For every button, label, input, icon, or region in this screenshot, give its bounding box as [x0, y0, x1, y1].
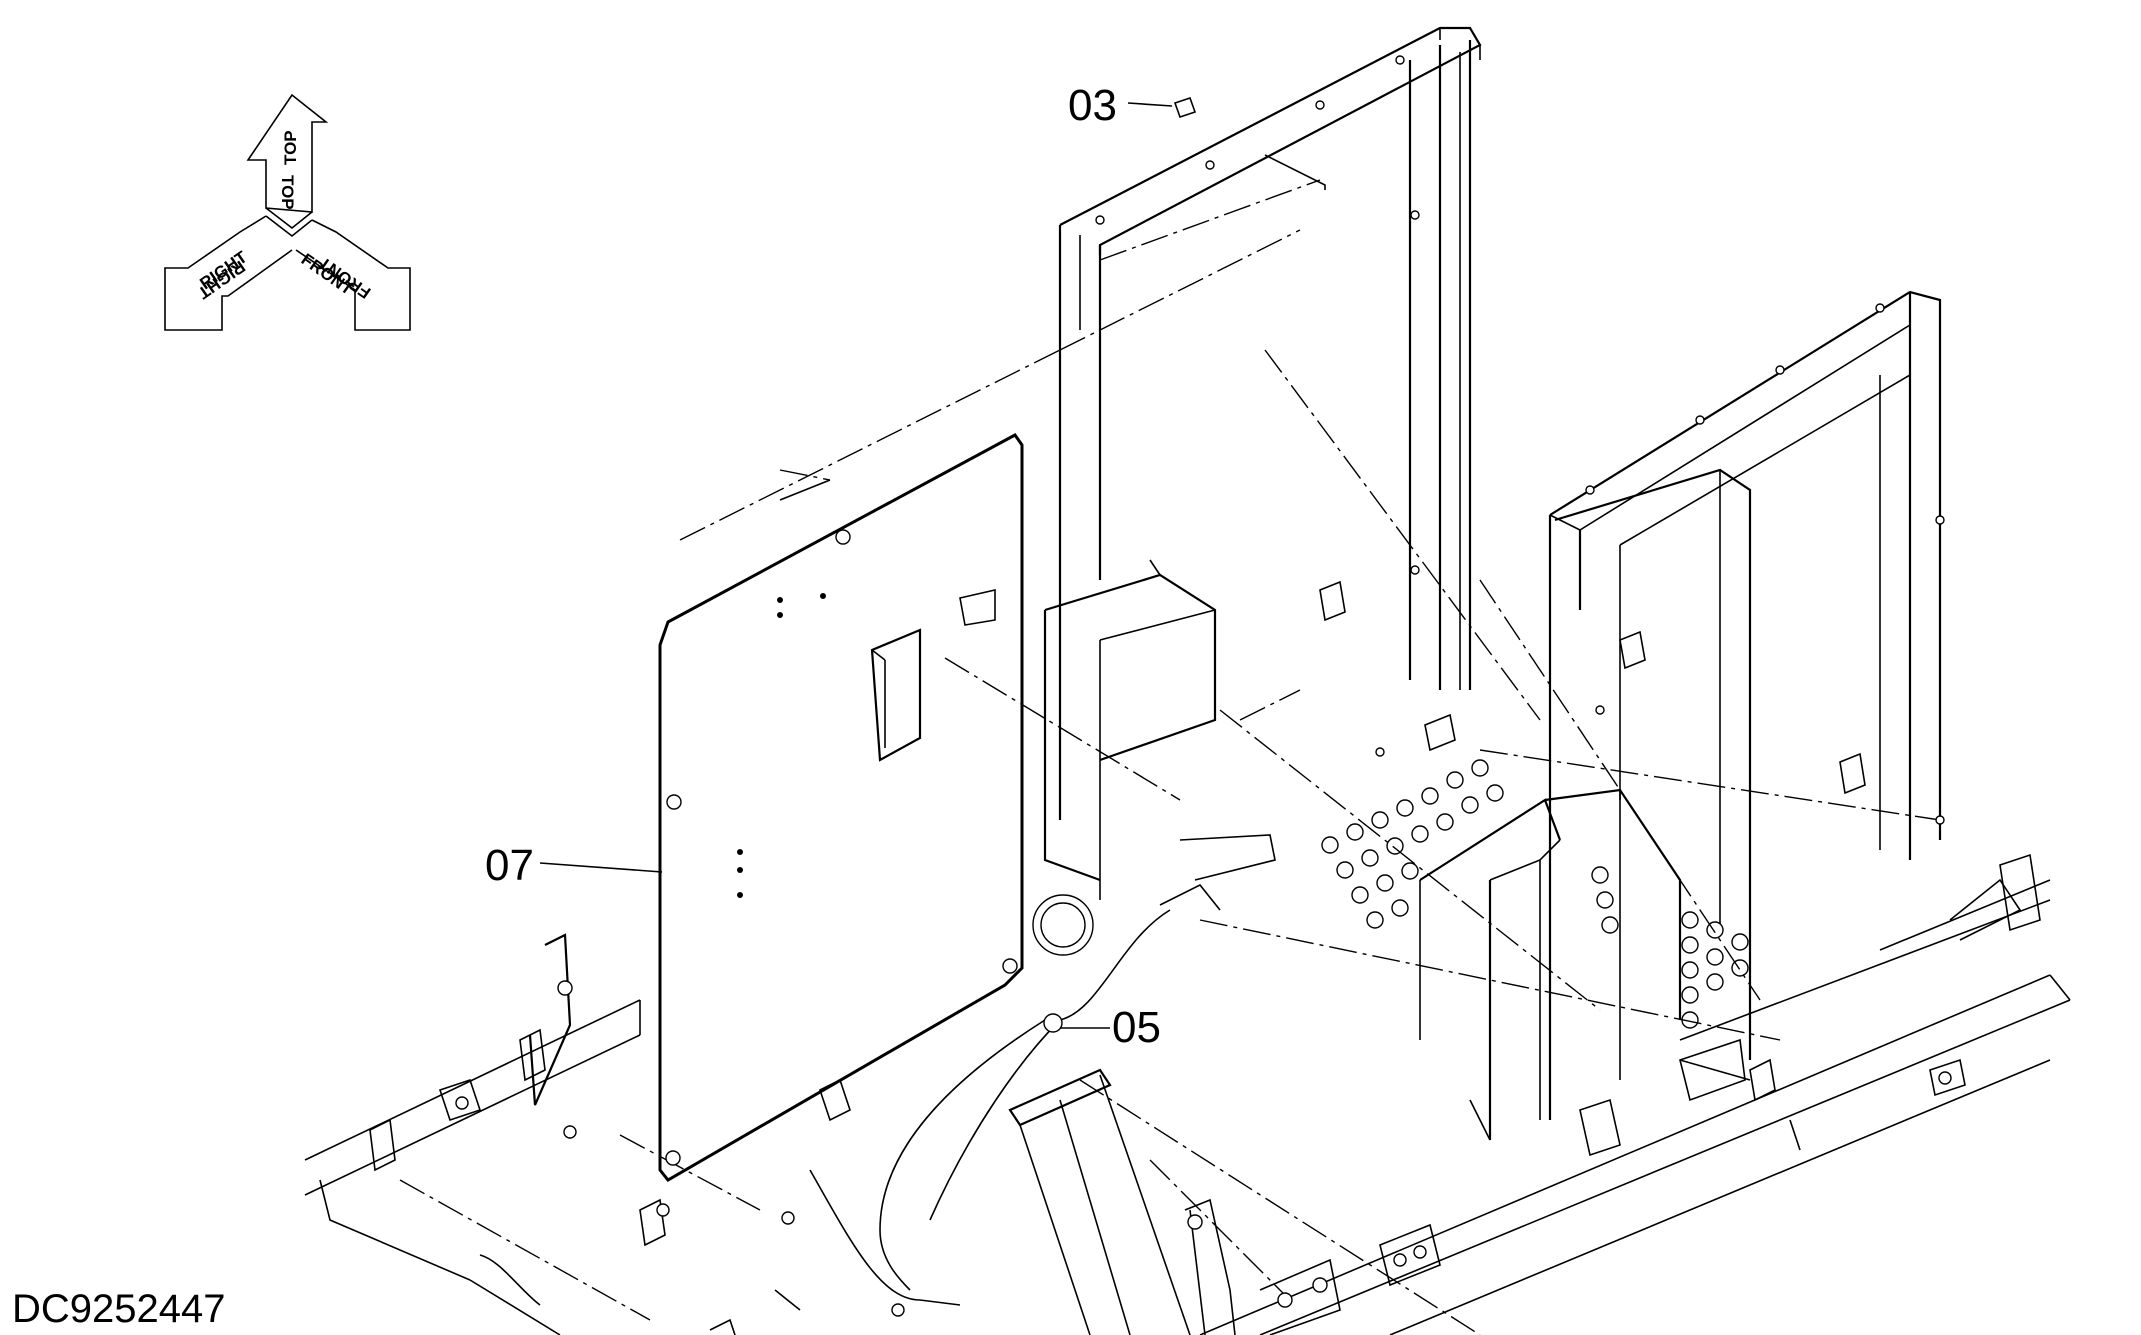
cable-harness	[775, 658, 1275, 1310]
fasteners	[1096, 56, 1944, 1100]
side-panel-07	[660, 435, 1022, 1180]
left-brackets	[370, 935, 904, 1335]
projection-lines	[680, 155, 1940, 1040]
callout-03: 03	[1068, 81, 1117, 130]
orientation-top-label: TOP	[278, 175, 297, 210]
right-frame	[1550, 292, 1940, 1120]
callout-07: 07	[485, 841, 534, 890]
orientation-indicator: TOP TOP RIGHT RIGHT FRONT FRONT	[165, 95, 410, 330]
center-post	[1010, 1070, 1205, 1335]
leader-lines	[540, 103, 1172, 1028]
callout-05: 05	[1112, 1003, 1161, 1052]
rear-left-frame	[1060, 28, 1480, 820]
orientation-top-label-mirror: TOP	[281, 130, 300, 165]
right-brackets	[1185, 855, 2050, 1335]
front-right-frame	[1555, 470, 1750, 1060]
floor-plate-holes	[1322, 760, 1748, 1028]
base-frame	[305, 975, 2070, 1335]
seat-bracket	[1045, 560, 1680, 1140]
drawing-code: DC9252447	[12, 1287, 226, 1331]
